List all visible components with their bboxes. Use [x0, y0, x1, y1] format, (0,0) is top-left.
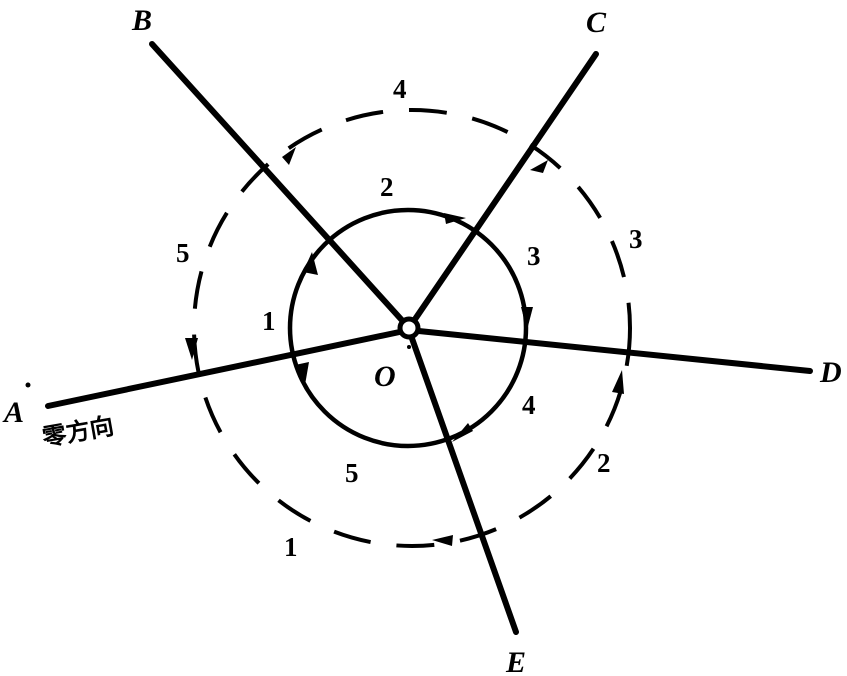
station-dot [407, 345, 411, 349]
outer-arrows [185, 147, 624, 546]
arrow-icon [452, 423, 473, 442]
ray-OE [406, 327, 519, 635]
point-A-dot [25, 382, 31, 388]
inner-seq-3: 3 [527, 241, 541, 271]
station-label: O [374, 360, 396, 393]
inner-arrows [295, 213, 533, 442]
target-label-D: D [819, 356, 842, 389]
outer-seq-3: 3 [629, 224, 643, 254]
ray-OB [149, 41, 412, 331]
arrow-icon [295, 362, 309, 385]
target-label-A: A [2, 396, 24, 429]
arrow-icon [612, 370, 624, 394]
outer-seq-1: 1 [284, 532, 298, 562]
zero-direction-label: 零方向 [39, 412, 116, 452]
outer-seq-4: 4 [393, 74, 407, 104]
ray-OA [45, 327, 412, 409]
outer-dashed-circle [192, 108, 632, 548]
arrow-icon [303, 252, 318, 275]
inner-seq-2: 2 [380, 172, 394, 202]
outer-seq-5: 5 [176, 238, 190, 268]
direction-rays [45, 41, 813, 635]
arrow-icon [530, 160, 548, 173]
target-label-E: E [505, 646, 526, 676]
arrow-icon [432, 535, 453, 546]
target-label-C: C [586, 6, 607, 39]
inner-seq-4: 4 [522, 390, 536, 420]
arrow-icon [282, 147, 296, 165]
outer-seq-2: 2 [597, 448, 611, 478]
inner-seq-5: 5 [345, 458, 359, 488]
inner-solid-circle [287, 207, 529, 449]
arrow-icon [521, 307, 533, 330]
inner-seq-1: 1 [262, 306, 276, 336]
arrow-icon [444, 213, 466, 224]
ray-OC [406, 51, 599, 331]
arrow-icon [185, 338, 198, 360]
target-label-B: B [131, 4, 152, 37]
ray-OD [406, 327, 813, 374]
station-point-O [397, 316, 421, 340]
